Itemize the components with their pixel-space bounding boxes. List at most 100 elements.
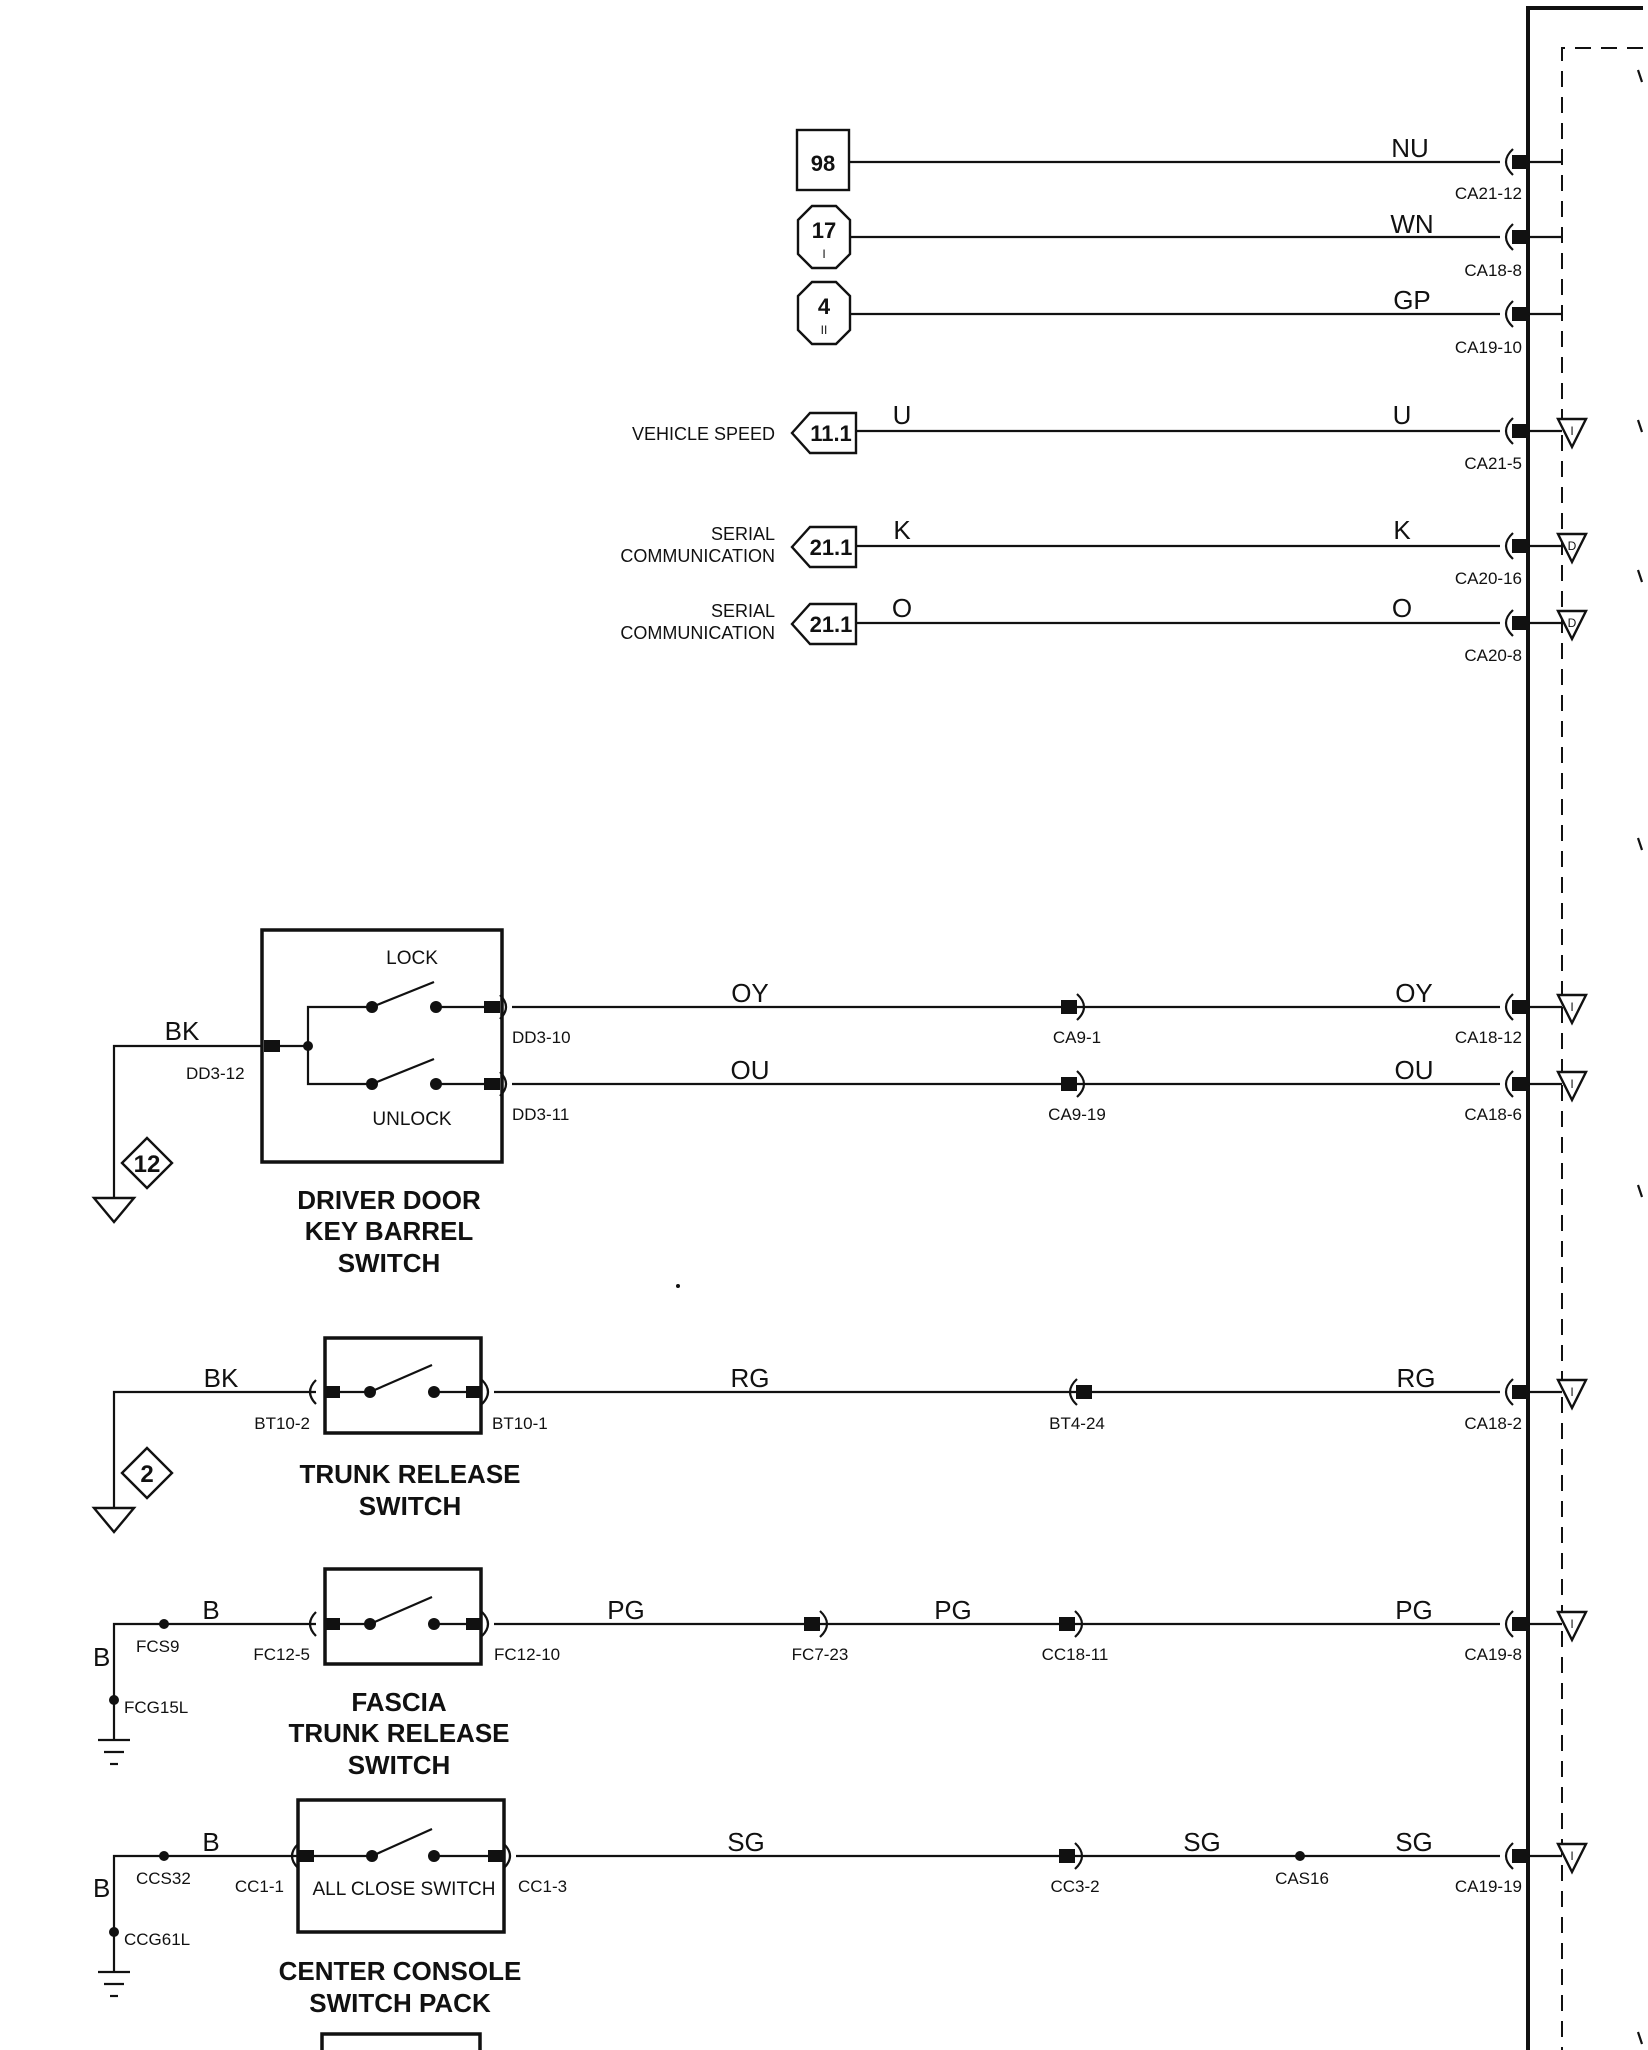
ref-21-1-b-label: 21.1 xyxy=(810,612,853,637)
connector-cc3-2: CC3-2 xyxy=(1050,1877,1099,1896)
wire-label-wn: WN xyxy=(1390,209,1433,239)
signal-vehicle-speed: VEHICLE SPEED xyxy=(632,424,775,444)
wire-oy: DD3-10 OY CA9-1 OY CA18-12 xyxy=(512,978,1522,1047)
connector-arc xyxy=(1504,417,1514,445)
switch-label-all-close: ALL CLOSE SWITCH xyxy=(312,1879,495,1900)
connector-arc xyxy=(1504,1378,1514,1406)
ground-symbol-2 xyxy=(91,1506,137,1534)
wire-label-sg-left: SG xyxy=(727,1827,765,1857)
connector-arc xyxy=(1504,1070,1514,1098)
ref-17-label: 17 xyxy=(812,218,836,243)
wire-label-u-left: U xyxy=(893,400,912,430)
connector-pin xyxy=(1059,1849,1075,1863)
ref-17-sub: I xyxy=(822,247,825,261)
module-mark-5: I xyxy=(1556,1378,1588,1411)
ground-symbol-12 xyxy=(91,1196,137,1224)
module-connector-10 xyxy=(1504,1842,1562,1870)
ref-octagon-17 xyxy=(796,204,852,270)
title-driver-door-1: DRIVER DOOR xyxy=(297,1185,481,1215)
connector-arc xyxy=(1504,532,1514,560)
connector-pin xyxy=(1512,1385,1528,1399)
ref-4-sub: II xyxy=(821,323,828,337)
connector-dd3-12: DD3-12 xyxy=(186,1064,245,1083)
connector-dd3-11: DD3-11 xyxy=(512,1105,569,1124)
wire-label-pg-right: PG xyxy=(1395,1595,1433,1625)
connector-pin xyxy=(1512,307,1528,321)
wire-gp: 4 II GP CA19-10 xyxy=(796,280,1522,357)
title-fascia-2: TRUNK RELEASE xyxy=(288,1718,509,1748)
wire-ou: DD3-11 OU CA9-19 OU CA18-6 xyxy=(512,1055,1522,1124)
triangle-mark xyxy=(1556,417,1588,450)
module-connector-2 xyxy=(1504,300,1562,328)
connector-ca19-10: CA19-10 xyxy=(1455,338,1522,357)
connector-pin xyxy=(1512,1000,1528,1014)
connector-pin xyxy=(1061,1000,1077,1014)
module-connector-8 xyxy=(1504,1378,1562,1406)
connector-ca20-16: CA20-16 xyxy=(1455,569,1522,588)
wire-nu: 98 NU CA21-12 xyxy=(795,128,1522,203)
connector-arc xyxy=(1504,993,1514,1021)
connector-ca19-19: CA19-19 xyxy=(1455,1877,1522,1896)
connector-pin xyxy=(804,1617,820,1631)
wire-label-oy-mid: OY xyxy=(731,978,769,1008)
triangle-mark xyxy=(1556,1070,1588,1103)
wire-label-o-right: O xyxy=(1392,593,1412,623)
module-mark-2: D xyxy=(1556,609,1588,642)
connector-ca18-12: CA18-12 xyxy=(1455,1028,1522,1047)
wire-label-b-console-ground: B xyxy=(93,1873,110,1903)
module-mark-0: I xyxy=(1556,417,1588,450)
wire-label-oy-right: OY xyxy=(1395,978,1433,1008)
connector-pin xyxy=(1076,1385,1092,1399)
triangle-mark xyxy=(1556,1842,1588,1875)
connector-ca18-8: CA18-8 xyxy=(1464,261,1522,280)
center-console-switch-pack: ALL CLOSE SWITCH B B CCS32 CCG61L CC1-1 … xyxy=(93,1798,567,2050)
wire-sg: SG CC3-2 SG CAS16 SG CA19-19 xyxy=(516,1827,1522,1896)
connector-arc xyxy=(819,1610,829,1638)
connector-ca18-6: CA18-6 xyxy=(1464,1105,1522,1124)
connector-pin xyxy=(1512,616,1528,630)
connector-dd3-10: DD3-10 xyxy=(512,1028,571,1047)
switch-housing-fascia xyxy=(323,1567,483,1666)
wire-label-k-right: K xyxy=(1393,515,1411,545)
ref-box-98 xyxy=(795,128,851,192)
connector-ca9-1: CA9-1 xyxy=(1053,1028,1101,1047)
ref-4-label: 4 xyxy=(818,294,831,319)
connector-pin xyxy=(1512,1849,1528,1863)
signal-serial-2-line2: COMMUNICATION xyxy=(620,623,775,643)
connector-arc xyxy=(1504,1842,1514,1870)
triangle-mark xyxy=(1556,993,1588,1026)
mark-letter: I xyxy=(1570,1077,1573,1091)
ref-98-label: 98 xyxy=(811,151,835,176)
connector-ca20-8: CA20-8 xyxy=(1464,646,1522,665)
wire-label-rg-right: RG xyxy=(1397,1363,1436,1393)
connector-fcs9: FCS9 xyxy=(136,1637,179,1656)
inline-connector-bt4 xyxy=(1068,1378,1092,1406)
connector-arc xyxy=(1068,1378,1078,1406)
wire-label-pg-mid: PG xyxy=(934,1595,972,1625)
connector-arc xyxy=(1076,1070,1086,1098)
title-center-console-2: SWITCH PACK xyxy=(309,1988,491,2018)
connector-ca21-5: CA21-5 xyxy=(1464,454,1522,473)
connector-ca19-8: CA19-8 xyxy=(1464,1645,1522,1664)
wire-label-b-console: B xyxy=(202,1827,219,1857)
connector-bt4-24: BT4-24 xyxy=(1049,1414,1105,1433)
module-connector-9 xyxy=(1504,1610,1562,1638)
connector-arc xyxy=(1076,993,1086,1021)
triangle-mark xyxy=(1556,532,1588,565)
connector-ccg61l: CCG61L xyxy=(124,1930,190,1949)
wire-label-b-fascia: B xyxy=(202,1595,219,1625)
edge-ticks xyxy=(1636,69,1644,2045)
wire-rg: RG BT4-24 RG CA18-2 xyxy=(494,1363,1522,1433)
module-connector-4 xyxy=(1504,532,1562,560)
connector-arc xyxy=(1504,223,1514,251)
connector-ca21-12: CA21-12 xyxy=(1455,184,1522,203)
connector-arc xyxy=(1504,300,1514,328)
wire-label-nu: NU xyxy=(1391,133,1429,163)
wire-label-sg-mid: SG xyxy=(1183,1827,1221,1857)
switch-label-lock: LOCK xyxy=(386,948,438,969)
signal-serial-1-line2: COMMUNICATION xyxy=(620,546,775,566)
wire-label-o-left: O xyxy=(892,593,912,623)
ref-11-1-label: 11.1 xyxy=(810,421,852,446)
mark-letter: D xyxy=(1568,539,1577,553)
connector-pin xyxy=(1512,539,1528,553)
